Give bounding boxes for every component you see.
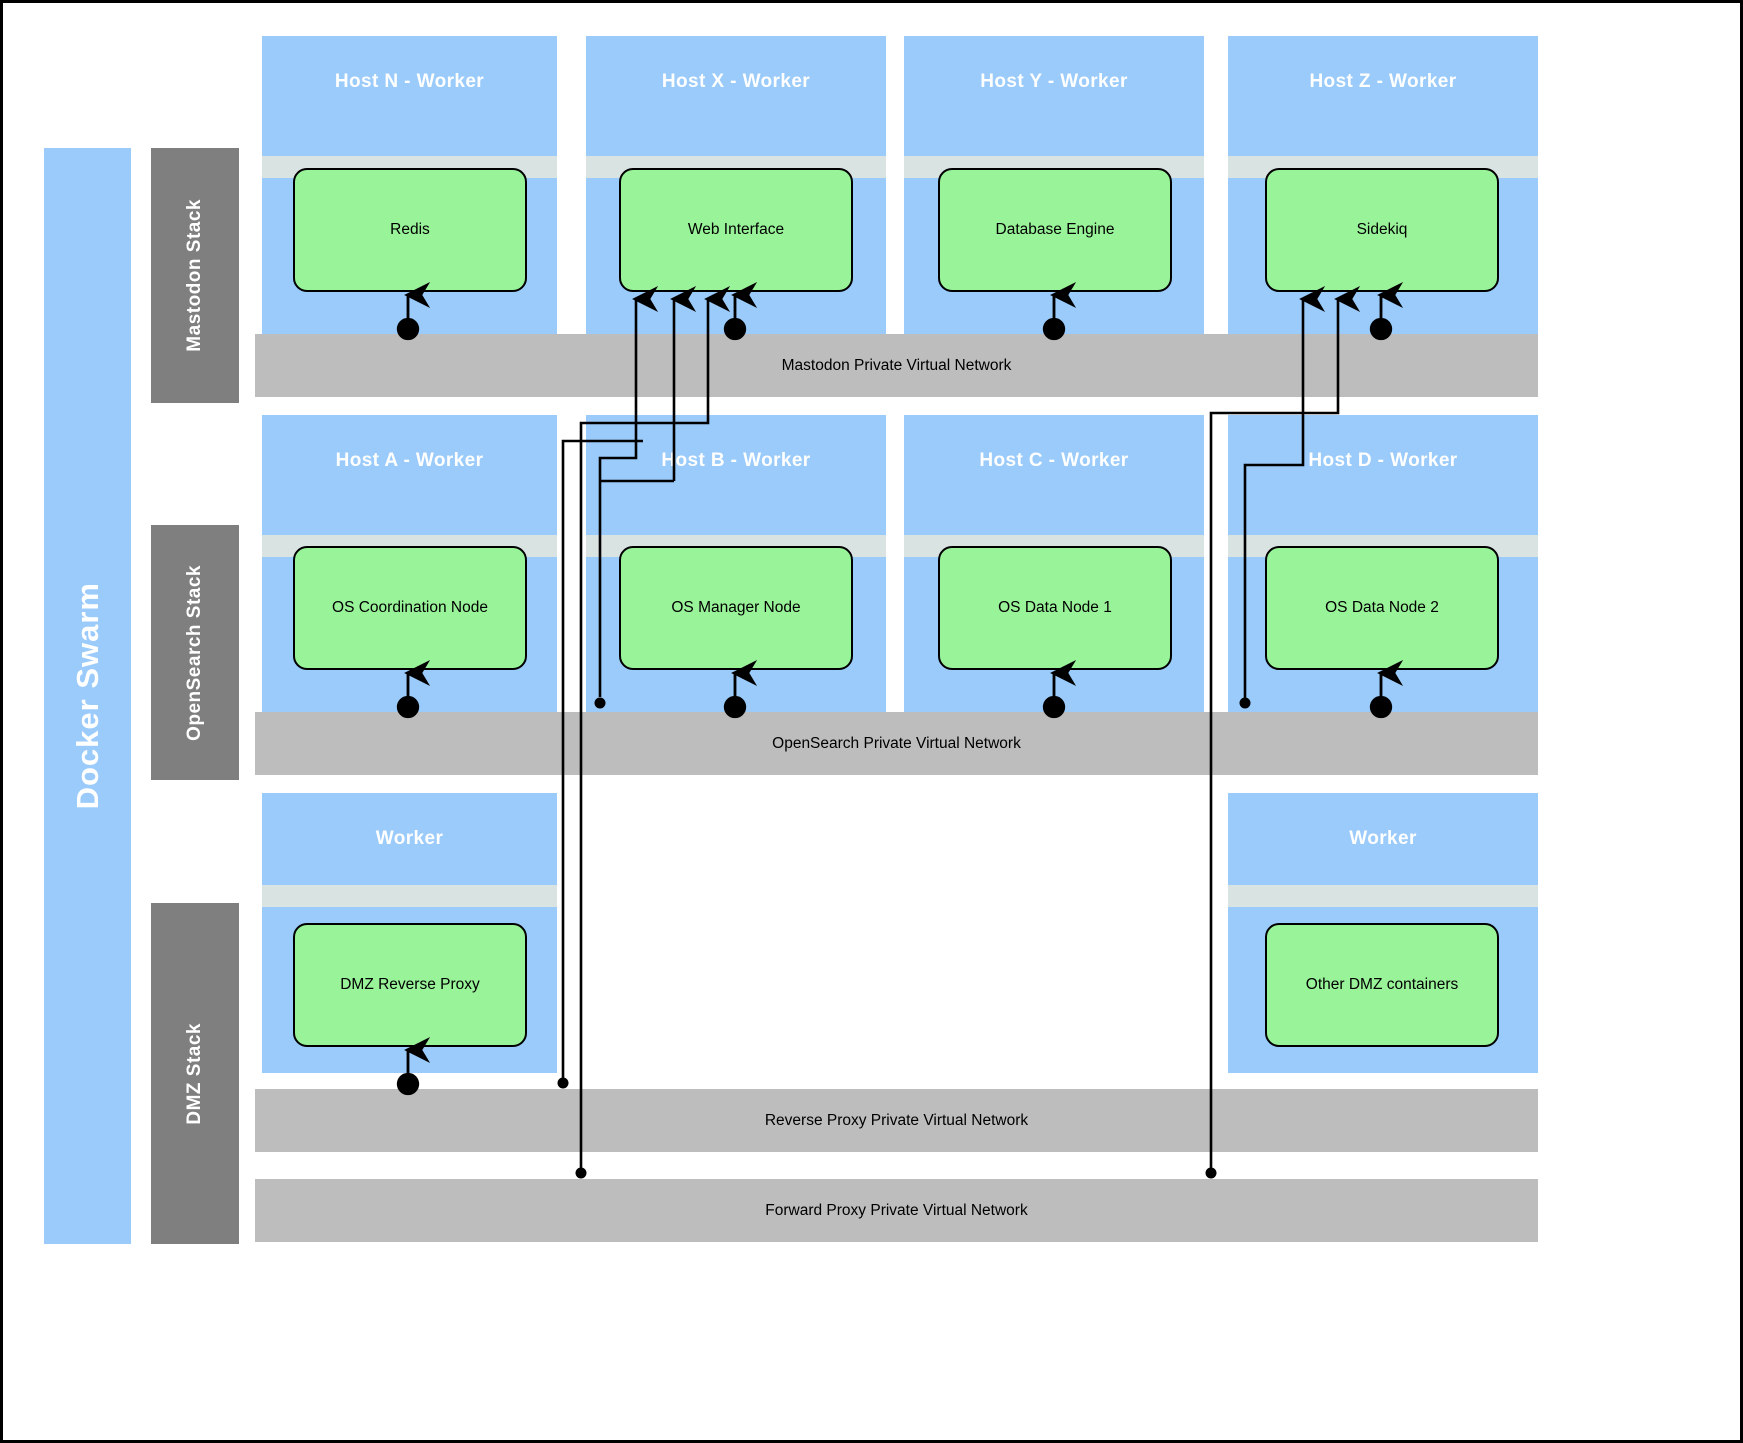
host-title-y: Host Y - Worker bbox=[904, 36, 1204, 128]
stack-label-mastodon: Mastodon Stack bbox=[184, 199, 205, 352]
host-title-text: Host C - Worker bbox=[979, 450, 1129, 471]
container-label: OS Manager Node bbox=[671, 599, 801, 616]
stack-label-dmz: DMZ Stack bbox=[184, 1022, 205, 1125]
container-web-interface[interactable]: Web Interface bbox=[619, 168, 853, 292]
stack-band-opensearch: OpenSearch Stack bbox=[151, 525, 239, 780]
docker-swarm-band: Docker Swarm bbox=[44, 148, 131, 1244]
container-label: Database Engine bbox=[995, 221, 1115, 238]
host-title-text: Host X - Worker bbox=[661, 71, 811, 92]
container-os-manager-node[interactable]: OS Manager Node bbox=[619, 546, 853, 670]
host-title-text: Host Z - Worker bbox=[1309, 71, 1457, 92]
container-label: Other DMZ containers bbox=[1305, 976, 1459, 993]
network-bar-opensearch: OpenSearch Private Virtual Network bbox=[255, 712, 1538, 775]
container-label: Web Interface bbox=[687, 221, 785, 238]
container-os-data-node-2[interactable]: OS Data Node 2 bbox=[1265, 546, 1499, 670]
network-bar-forward-proxy: Forward Proxy Private Virtual Network bbox=[255, 1179, 1538, 1242]
host-title-text: Worker bbox=[1349, 828, 1417, 849]
container-label: OS Coordination Node bbox=[332, 599, 488, 616]
container-label: Sidekiq bbox=[1356, 221, 1408, 238]
host-title-text: Host Y - Worker bbox=[980, 71, 1128, 92]
host-title-d: Host D - Worker bbox=[1228, 415, 1538, 507]
container-os-coordination-node[interactable]: OS Coordination Node bbox=[293, 546, 527, 670]
host-title-text: Worker bbox=[375, 828, 444, 849]
network-label: OpenSearch Private Virtual Network bbox=[772, 734, 1021, 752]
host-title-z: Host Z - Worker bbox=[1228, 36, 1538, 128]
host-title-x: Host X - Worker bbox=[586, 36, 886, 128]
network-bar-reverse-proxy: Reverse Proxy Private Virtual Network bbox=[255, 1089, 1538, 1152]
container-redis[interactable]: Redis bbox=[293, 168, 527, 292]
host-title-a: Host A - Worker bbox=[262, 415, 557, 507]
stack-band-mastodon: Mastodon Stack bbox=[151, 148, 239, 403]
container-label: OS Data Node 2 bbox=[1325, 599, 1439, 616]
container-database-engine[interactable]: Database Engine bbox=[938, 168, 1172, 292]
host-title-text: Host B - Worker bbox=[661, 450, 811, 471]
host-title-dmz-left: Worker bbox=[262, 793, 557, 885]
host-title-n: Host N - Worker bbox=[262, 36, 557, 128]
docker-swarm-label: Docker Swarm bbox=[69, 582, 105, 810]
container-label: OS Data Node 1 bbox=[998, 599, 1112, 616]
host-title-text: Host D - Worker bbox=[1308, 450, 1458, 471]
network-label: Reverse Proxy Private Virtual Network bbox=[764, 1111, 1029, 1129]
stack-label-opensearch: OpenSearch Stack bbox=[184, 564, 205, 741]
container-label: DMZ Reverse Proxy bbox=[340, 976, 480, 993]
container-label: Redis bbox=[390, 221, 430, 238]
host-separator bbox=[1228, 885, 1538, 907]
network-label: Mastodon Private Virtual Network bbox=[781, 356, 1012, 374]
network-bar-mastodon: Mastodon Private Virtual Network bbox=[255, 334, 1538, 397]
host-title-c: Host C - Worker bbox=[904, 415, 1204, 507]
host-title-text: Host A - Worker bbox=[335, 450, 484, 471]
host-title-b: Host B - Worker bbox=[586, 415, 886, 507]
container-os-data-node-1[interactable]: OS Data Node 1 bbox=[938, 546, 1172, 670]
container-dmz-reverse-proxy[interactable]: DMZ Reverse Proxy bbox=[293, 923, 527, 1047]
host-title-dmz-right: Worker bbox=[1228, 793, 1538, 885]
host-title-text: Host N - Worker bbox=[334, 71, 485, 92]
container-sidekiq[interactable]: Sidekiq bbox=[1265, 168, 1499, 292]
stack-band-dmz: DMZ Stack bbox=[151, 903, 239, 1244]
container-other-dmz-containers[interactable]: Other DMZ containers bbox=[1265, 923, 1499, 1047]
network-label: Forward Proxy Private Virtual Network bbox=[765, 1201, 1028, 1219]
host-separator bbox=[262, 885, 557, 907]
